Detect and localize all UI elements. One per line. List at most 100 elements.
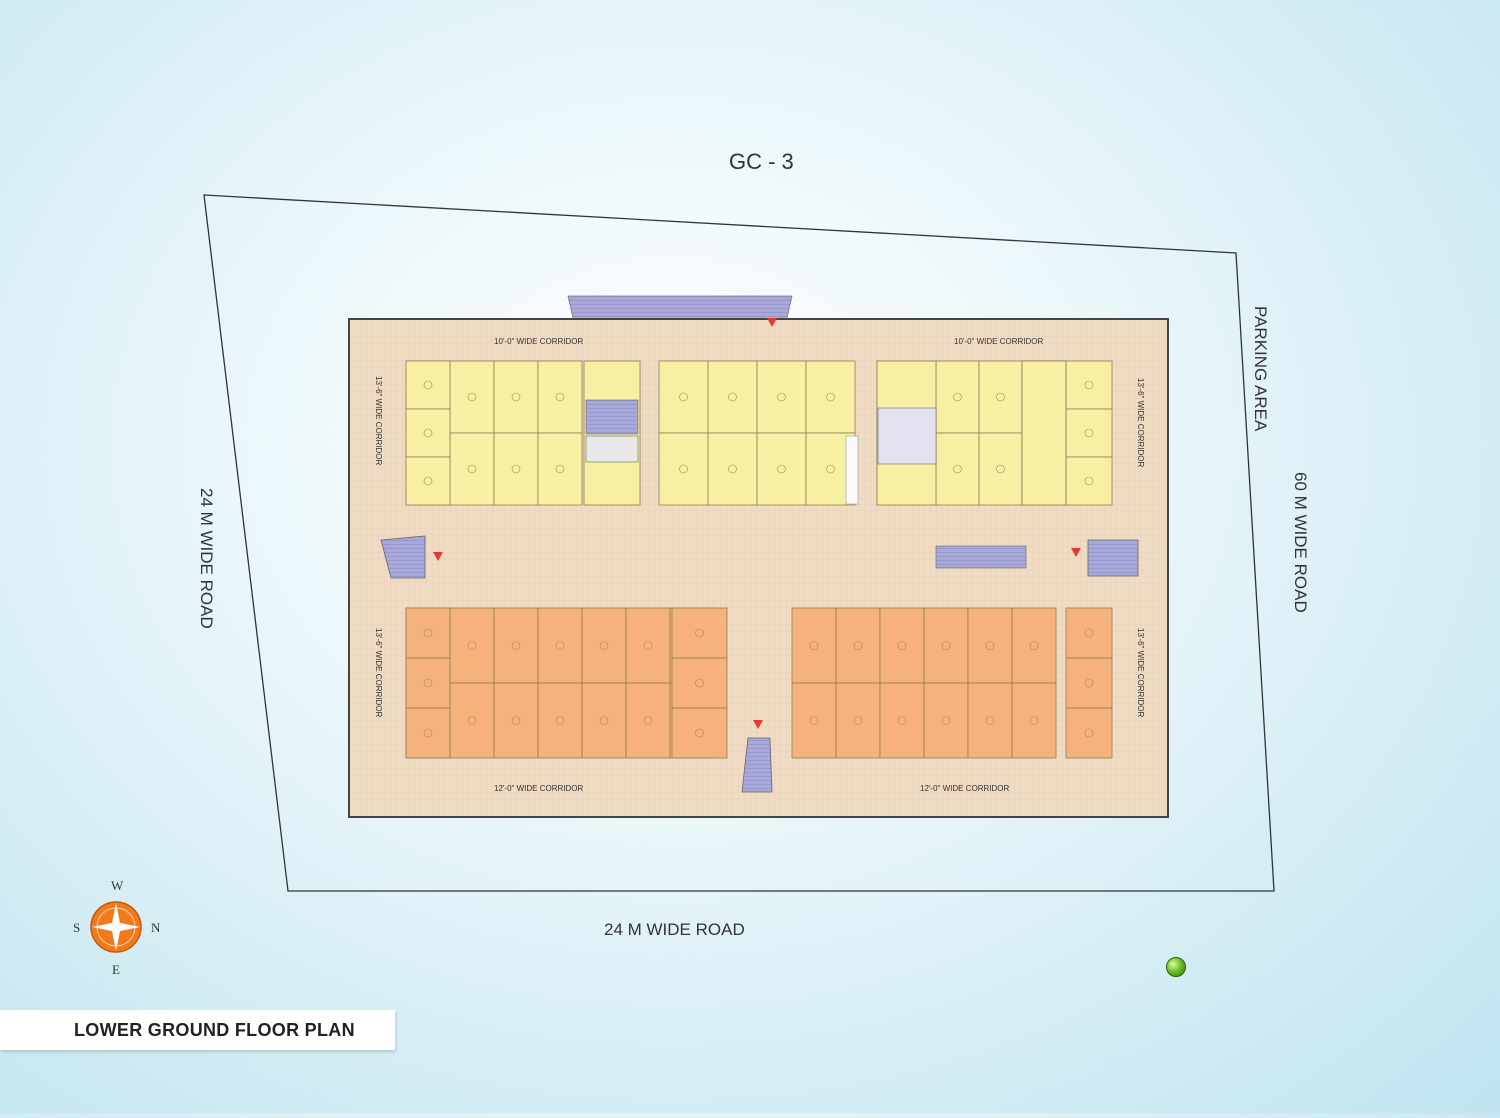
shop-tag xyxy=(511,392,521,402)
shop-unit xyxy=(671,657,728,709)
site-boundary xyxy=(203,194,1275,892)
shop-unit xyxy=(1065,456,1113,506)
shop-unit xyxy=(405,607,451,659)
entry-arrow-icon xyxy=(753,720,763,729)
shop-tag xyxy=(467,641,477,650)
corridor-label-side-left-bottom: 13'-6" WIDE CORRIDOR xyxy=(374,628,383,718)
lift-core-right xyxy=(877,407,937,465)
compass-label-right: N xyxy=(151,920,161,935)
shop-unit xyxy=(493,607,539,684)
compass-label-left: S xyxy=(73,920,81,935)
shop-unit xyxy=(405,360,451,410)
shop-unit xyxy=(449,682,495,759)
shop-tag xyxy=(1084,628,1094,638)
upper-right-shop-col xyxy=(1021,360,1067,506)
building-name: GC - 3 xyxy=(729,149,794,174)
stair-west xyxy=(380,535,426,579)
shop-tag xyxy=(555,464,565,474)
features-layer xyxy=(380,318,1139,793)
shop-tag xyxy=(555,641,565,650)
shop-tag xyxy=(941,716,951,725)
shop-tag xyxy=(599,641,609,650)
shop-unit xyxy=(493,360,539,434)
lower-left-end-shops xyxy=(671,607,728,759)
lower-right-shops xyxy=(791,607,1057,759)
shop-unit xyxy=(935,360,980,434)
shop-tag xyxy=(423,628,433,638)
upper-middle-shops xyxy=(658,360,856,506)
shop-tag xyxy=(423,428,433,438)
shop-tag xyxy=(1029,641,1039,650)
shop-unit xyxy=(537,607,583,684)
shop-tag xyxy=(809,716,819,725)
shop-tag xyxy=(467,392,477,402)
entry-arrow-icon xyxy=(433,552,443,561)
shop-tag xyxy=(555,392,565,402)
road-label-bottom: 24 M WIDE ROAD xyxy=(604,920,745,939)
shop-tag xyxy=(809,641,819,650)
shop-tag xyxy=(423,728,433,738)
shop-tag xyxy=(728,392,737,402)
shop-tag xyxy=(643,641,653,650)
shop-tag xyxy=(1084,476,1094,486)
shop-unit xyxy=(1011,607,1057,684)
shop-tag xyxy=(467,716,477,725)
shop-tag xyxy=(1084,380,1094,390)
shop-unit xyxy=(756,432,807,506)
shop-tag xyxy=(985,641,995,650)
shop-tag xyxy=(826,464,835,474)
shop-unit xyxy=(537,360,583,434)
shop-unit xyxy=(625,607,671,684)
shop-unit xyxy=(978,360,1023,434)
location-marker-icon[interactable] xyxy=(1166,957,1186,977)
lift-core xyxy=(585,435,639,463)
compass-rose: W S N E xyxy=(70,875,165,977)
upper-right-edge-shops xyxy=(1065,360,1113,506)
shop-tag xyxy=(679,392,688,402)
shop-unit xyxy=(923,682,969,759)
shop-unit xyxy=(791,607,837,684)
plan-title: LOWER GROUND FLOOR PLAN xyxy=(74,1020,355,1040)
corridor-label-bottom-left: 12'-0" WIDE CORRIDOR xyxy=(494,784,584,793)
shop-tag xyxy=(423,476,433,486)
shop-tag xyxy=(1084,678,1094,688)
shop-tag xyxy=(511,716,521,725)
shop-unit xyxy=(835,607,881,684)
corridor-label-top-right: 10'-0" WIDE CORRIDOR xyxy=(954,337,1044,346)
shop-tag xyxy=(953,464,962,474)
compass-label-bottom: E xyxy=(112,962,120,977)
shop-tag xyxy=(695,728,704,738)
stair-core xyxy=(585,399,639,435)
shop-tag xyxy=(695,678,704,688)
shop-unit xyxy=(967,607,1013,684)
shop-unit xyxy=(879,607,925,684)
shop-unit xyxy=(756,360,807,434)
shop-unit xyxy=(707,360,758,434)
upper-left-edge-shops xyxy=(405,360,451,506)
corridor-label-side-right-top: 13'-6" WIDE CORRIDOR xyxy=(1136,378,1145,468)
shop-unit xyxy=(923,607,969,684)
shop-tag xyxy=(423,678,433,688)
shop-tag xyxy=(1029,716,1039,725)
shop-unit xyxy=(1065,607,1113,659)
shop-unit xyxy=(405,456,451,506)
lower-left-edge-shops xyxy=(405,607,451,759)
shop-tag xyxy=(953,392,962,402)
shop-unit xyxy=(805,360,856,434)
shop-tag xyxy=(511,464,521,474)
shop-tag xyxy=(853,641,863,650)
shop-tag xyxy=(853,716,863,725)
shop-tag xyxy=(826,392,835,402)
corridor-label-top-left: 10'-0" WIDE CORRIDOR xyxy=(494,337,584,346)
escalator-void xyxy=(845,435,859,505)
shop-unit xyxy=(1065,360,1113,410)
shop-unit xyxy=(449,360,495,434)
shop-unit xyxy=(967,682,1013,759)
shop-unit xyxy=(978,432,1023,506)
shop-unit xyxy=(671,607,728,659)
shop-tag xyxy=(695,628,704,638)
stair-east xyxy=(1087,539,1139,577)
shop-unit xyxy=(671,707,728,759)
